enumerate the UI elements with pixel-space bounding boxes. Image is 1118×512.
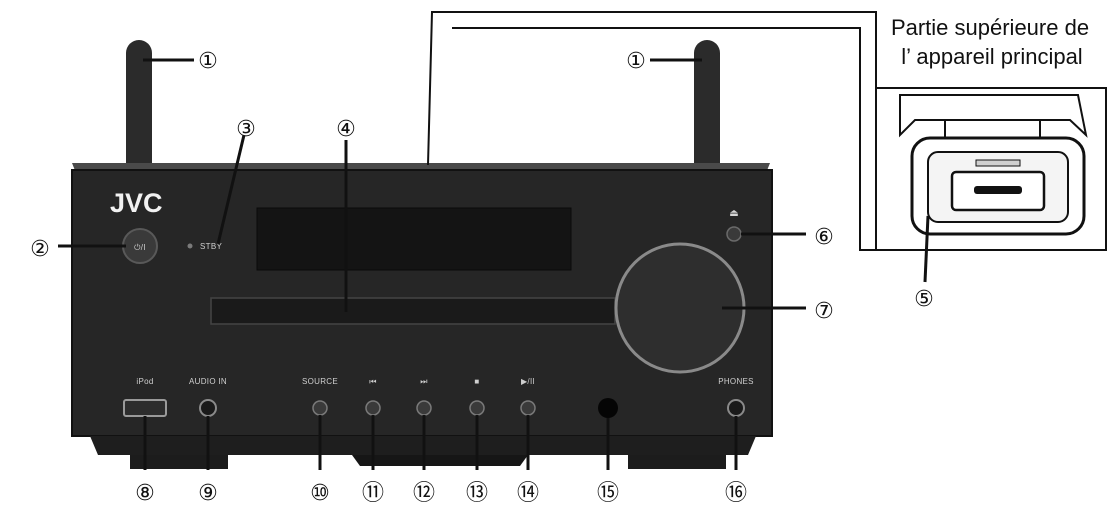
callout-10: ⑩ (310, 481, 330, 506)
antenna-left (126, 40, 152, 180)
ipod-label: iPod (136, 377, 153, 386)
callout-6: ⑥ (814, 225, 834, 250)
callout-1a: ① (198, 49, 218, 74)
callout-16: ⑯ (725, 481, 747, 506)
callout-13: ⑬ (466, 481, 488, 506)
foot-right (628, 455, 726, 469)
callout-15: ⑮ (597, 481, 619, 506)
standby-indicator (187, 243, 193, 249)
next-button[interactable] (416, 400, 432, 416)
callout-5: ⑤ (914, 287, 934, 312)
callout-12: ⑫ (413, 481, 435, 506)
foot-left (130, 455, 228, 469)
power-button-label: ⏻/I (134, 243, 146, 252)
remote-sensor (598, 398, 618, 418)
leader-5 (923, 215, 930, 283)
display-window (256, 207, 572, 271)
prev-button[interactable] (365, 400, 381, 416)
jvc-logo: JVC (110, 188, 163, 218)
source-label: SOURCE (302, 377, 338, 386)
callout-8: ⑧ (135, 481, 155, 506)
stop-button[interactable] (469, 400, 485, 416)
prev-label: ⏮ (369, 377, 377, 386)
next-label: ⏭ (420, 377, 428, 386)
phones-jack[interactable] (727, 399, 745, 417)
callout-2: ② (30, 237, 50, 262)
callout-11: ⑪ (362, 481, 384, 506)
base-center (352, 455, 528, 466)
callout-3: ③ (236, 117, 256, 142)
phones-label: PHONES (718, 377, 754, 386)
play-pause-label: ▶/II (521, 377, 535, 386)
audio-in-jack[interactable] (199, 399, 217, 417)
ipod-port[interactable] (123, 399, 167, 417)
dock-lid (899, 94, 1088, 138)
eject-symbol: ⏏ (729, 208, 738, 219)
antenna-right (694, 40, 720, 180)
stop-label: ■ (474, 377, 479, 386)
callout-4: ④ (336, 117, 356, 142)
inset-connector-line-1 (427, 11, 877, 166)
dock-connector-top (975, 159, 1021, 167)
play-pause-button[interactable] (520, 400, 536, 416)
standby-label: STBY (200, 242, 222, 251)
inset-title-line2: l’ appareil principal (901, 44, 1082, 69)
callout-7: ⑦ (814, 299, 834, 324)
callout-1b: ① (626, 49, 646, 74)
audio-in-label: AUDIO IN (189, 377, 227, 386)
eject-button[interactable] (726, 226, 742, 242)
disc-slot (210, 297, 616, 325)
inset-title-line1: Partie supérieure de (891, 15, 1089, 40)
source-button[interactable] (312, 400, 328, 416)
callout-14: ⑭ (517, 481, 539, 506)
leader-3 (216, 134, 246, 245)
callout-9: ⑨ (198, 481, 218, 506)
dock-connector[interactable] (974, 186, 1022, 194)
